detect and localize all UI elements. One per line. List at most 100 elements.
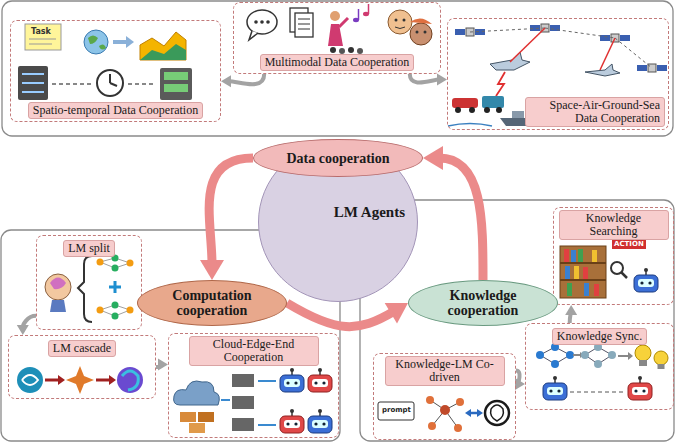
art-circle — [566, 351, 574, 359]
cooperation-ellipse: Knowledge cooperation — [408, 280, 558, 326]
icon-text: prompt — [380, 406, 413, 415]
art-rect — [512, 111, 524, 118]
flow-arrow — [156, 359, 168, 371]
module-label: Knowledge Sync. — [552, 328, 647, 345]
art-path — [99, 44, 106, 49]
art-rect — [164, 72, 188, 80]
art-circle — [424, 31, 427, 34]
flow-arrow — [410, 74, 447, 86]
art-rect — [18, 66, 48, 100]
art-line — [258, 424, 276, 426]
art-line — [110, 83, 117, 86]
art-rect — [482, 96, 504, 108]
art-circle — [112, 313, 119, 320]
art-rect — [452, 98, 478, 108]
art-path — [491, 405, 504, 421]
art-g — [540, 347, 612, 364]
art-use — [634, 268, 658, 292]
art-circle — [348, 47, 354, 53]
module-label: Cloud-Edge-End Cooperation — [189, 336, 319, 366]
art-rect — [571, 250, 576, 262]
art-circle — [456, 398, 464, 406]
art-circle — [112, 265, 119, 272]
art-circle — [117, 367, 143, 393]
art-rect — [583, 267, 588, 279]
cooperation-ellipse: Data cooperation — [253, 139, 423, 177]
art-path — [628, 352, 633, 360]
art-line — [298, 19, 310, 20]
art-line — [470, 28, 545, 32]
art-path — [249, 31, 258, 40]
art-rect — [560, 246, 606, 298]
module-box: LM cascade — [8, 335, 156, 399]
art-line — [621, 272, 627, 278]
art-path — [96, 379, 111, 382]
art-rect — [232, 396, 254, 409]
cycle-arrow — [200, 158, 253, 280]
cycle-arrow — [287, 303, 408, 327]
art-circle — [536, 351, 544, 359]
art-circle — [112, 302, 119, 309]
art-circle — [635, 345, 651, 361]
art-line — [128, 83, 156, 85]
art-div: Knowledge Searching — [554, 210, 673, 240]
art-circle — [266, 20, 270, 24]
art-circle — [410, 23, 432, 45]
art-use — [308, 409, 332, 433]
art-path — [410, 18, 432, 24]
art-circle — [97, 307, 104, 314]
art-line — [560, 279, 606, 281]
art-rect — [567, 283, 572, 296]
art-circle — [469, 107, 475, 113]
art-line — [221, 399, 230, 401]
art-line — [29, 44, 52, 45]
art-circle — [551, 360, 559, 368]
art-path — [174, 381, 220, 405]
art-div: Multimodal Data Cooperation — [234, 52, 440, 71]
module-label: Knowledge-LM Co-driven — [385, 356, 505, 386]
arrow-head — [565, 305, 577, 315]
art-path — [22, 375, 38, 385]
art-line — [29, 39, 56, 40]
art-path — [50, 278, 66, 290]
art-path — [45, 379, 60, 382]
art-use — [628, 376, 652, 400]
art-use — [308, 368, 332, 392]
art-circle — [455, 107, 461, 113]
art-rect — [658, 364, 665, 369]
module-box: Cloud-Edge-End Cooperation — [168, 333, 339, 438]
cooperation-label: Data cooperation — [286, 151, 389, 166]
arrow-line — [570, 313, 571, 323]
icon-text: ACTION — [612, 240, 646, 249]
cooperation-ellipse: Computation cooperation — [137, 280, 287, 326]
art-div: Space-Air-Ground-Sea Data Cooperation — [448, 97, 665, 127]
art-rect — [378, 402, 414, 420]
art-circle — [581, 351, 589, 359]
module-label: Knowledge Searching — [559, 210, 669, 240]
art-path — [448, 124, 492, 127]
art-circle — [440, 405, 450, 415]
module-box: Knowledge Sync. — [525, 323, 674, 410]
art-circle — [260, 20, 264, 24]
module-box: Knowledge-LM Co-driven — [373, 353, 516, 440]
art-line — [510, 28, 545, 62]
art-path — [58, 375, 65, 385]
art-rect — [578, 249, 583, 262]
flow-arrow — [17, 316, 36, 335]
art-circle — [496, 107, 502, 113]
module-label: LM split — [63, 240, 115, 257]
art-path — [109, 281, 121, 293]
art-div: LM split — [37, 238, 141, 257]
arrow-line — [439, 158, 483, 280]
art-line — [22, 73, 44, 75]
cooperation-label: Computation cooperation — [150, 288, 274, 318]
art-rect — [164, 84, 188, 92]
art-line — [52, 83, 92, 85]
module-label: Space-Air-Ground-Sea Data Cooperation — [525, 97, 665, 127]
arrow-line — [410, 74, 439, 83]
art-rect — [592, 250, 597, 262]
art-div: Cloud-Edge-End Cooperation — [169, 336, 338, 366]
art-path — [113, 40, 128, 44]
art-circle — [485, 401, 509, 425]
